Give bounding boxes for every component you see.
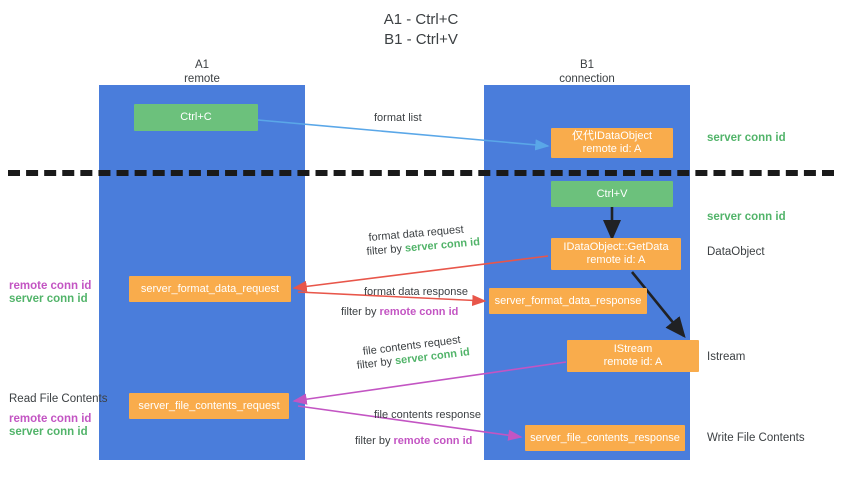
annotation-dataobject: DataObject [707, 246, 765, 258]
node-ctrl-v[interactable]: Ctrl+V [551, 181, 673, 207]
lane-header-a1-sub: remote [184, 73, 220, 85]
node-istream[interactable]: IStream remote id: A [567, 340, 699, 372]
node-idataobject[interactable]: 仅代IDataObject remote id: A [551, 128, 673, 158]
phase-divider [8, 170, 834, 176]
node-istream-line2: remote id: A [603, 356, 663, 368]
node-ctrl-c[interactable]: Ctrl+C [134, 104, 258, 131]
node-server-file-contents-request-label: server_file_contents_request [138, 399, 280, 412]
node-ctrl-v-label: Ctrl+V [596, 187, 628, 200]
diagram-title: A1 - Ctrl+C B1 - Ctrl+V [0, 10, 842, 50]
annotation-server-conn-id-1: server conn id [9, 293, 88, 305]
node-server-format-data-request[interactable]: server_format_data_request [129, 276, 291, 302]
edge-label-format-data-response-filter: filter by remote conn id [341, 305, 458, 319]
annotation-server-conn-id-2: server conn id [9, 426, 88, 438]
lane-header-b1-sub: connection [559, 73, 615, 85]
title-line-2: B1 - Ctrl+V [384, 31, 458, 48]
annotation-istream: Istream [707, 351, 746, 363]
node-getdata-line2: remote id: A [586, 254, 646, 266]
title-line-1: A1 - Ctrl+C [383, 11, 459, 28]
node-server-file-contents-request[interactable]: server_file_contents_request [129, 393, 289, 419]
filter-prefix: filter by [341, 306, 380, 318]
node-getdata-line1: IDataObject::GetData [563, 241, 669, 253]
filter-value-remote-conn-id: remote conn id [379, 306, 459, 318]
node-istream-line1: IStream [613, 343, 653, 355]
filter-prefix: filter by [355, 435, 394, 447]
lane-header-a1: A1 remote [122, 58, 282, 86]
annotation-remote-conn-id-1: remote conn id [9, 280, 92, 292]
node-idataobject-line2: remote id: A [582, 143, 642, 155]
lane-header-b1: B1 connection [507, 58, 667, 86]
annotation-remote-conn-id-2: remote conn id [9, 413, 92, 425]
edge-label-file-contents-response-filter: filter by remote conn id [355, 434, 472, 448]
lane-header-a1-name: A1 [194, 59, 210, 71]
annotation-server-conn-id-mid: server conn id [707, 211, 786, 223]
node-server-file-contents-response[interactable]: server_file_contents_response [525, 425, 685, 451]
node-server-file-contents-response-label: server_file_contents_response [530, 431, 680, 444]
annotation-server-conn-id-top: server conn id [707, 132, 786, 144]
annotation-read-file-contents: Read File Contents [9, 393, 108, 405]
node-ctrl-c-label: Ctrl+C [180, 111, 212, 123]
annotation-write-file-contents: Write File Contents [707, 432, 805, 444]
node-getdata[interactable]: IDataObject::GetData remote id: A [551, 238, 681, 270]
filter-prefix: filter by [366, 242, 406, 258]
node-idataobject-line1: 仅代IDataObject [571, 130, 653, 142]
node-server-format-data-response-label: server_format_data_response [494, 294, 642, 307]
edge-label-format-list: format list [374, 112, 422, 124]
filter-prefix: filter by [356, 355, 396, 372]
filter-value-remote-conn-id: remote conn id [393, 435, 473, 447]
edge-label-format-data-response: format data response [364, 286, 468, 298]
lane-header-b1-name: B1 [579, 59, 595, 71]
node-server-format-data-response[interactable]: server_format_data_response [489, 288, 647, 314]
edge-label-file-contents-response: file contents response [374, 409, 482, 421]
node-server-format-data-request-label: server_format_data_request [140, 282, 280, 295]
